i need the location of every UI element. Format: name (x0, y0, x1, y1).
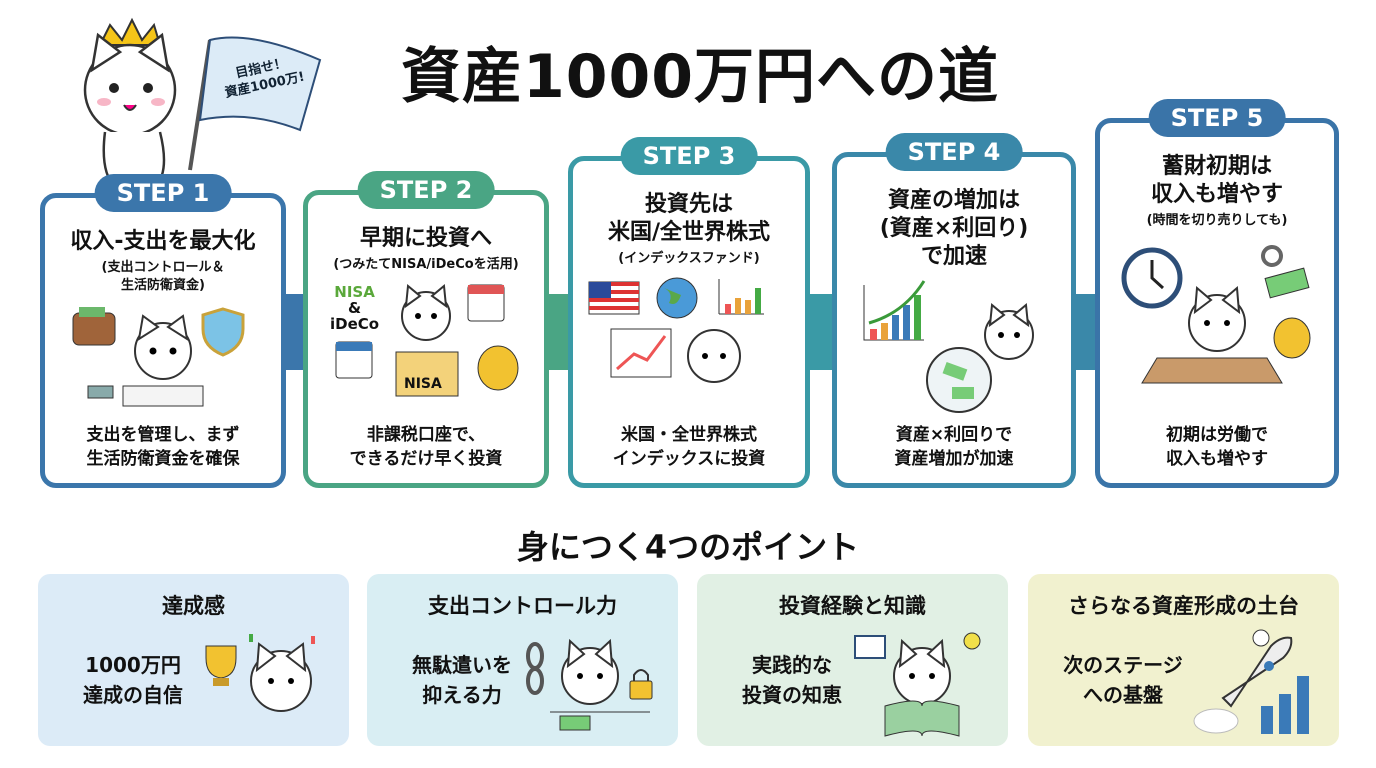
step-heading: 投資先は米国/全世界株式 (607, 192, 771, 245)
cat-saving-icon (335, 284, 519, 397)
step-footer: 資産×利回りで資産増加が加速 (894, 425, 1014, 469)
step-heading: 早期に投資へ (359, 226, 492, 251)
us-flag-globe-chart-icon (588, 277, 764, 383)
step-heading: 蓄財初期は収入も増やす (1150, 154, 1283, 207)
step-badge: STEP 2 (357, 171, 495, 209)
step-heading: 収入-支出を最大化 (70, 229, 256, 254)
flow-arrow (547, 294, 569, 370)
step-card-5: STEP 5 蓄財初期は収入も増やす (時間を切り売りしても) 初期は労働で収入… (1095, 99, 1339, 488)
step-subheading: (つみたてNISA/iDeCoを活用) (333, 257, 519, 272)
step-badge: STEP 1 (94, 174, 232, 212)
rocket-growth-icon (1193, 629, 1309, 734)
cat-working-clock-money-icon (1121, 245, 1311, 384)
cat-budgeting-icon (72, 307, 245, 407)
step-subheading: (時間を切り売りしても) (1146, 213, 1288, 228)
cat-trophy-icon (205, 634, 315, 712)
step-subheading: (支出コントロール＆生活防衛資金) (101, 260, 225, 293)
step-footer: 初期は労働で収入も増やす (1166, 425, 1268, 469)
point-card-achievement: 達成感 1000万円達成の自信 (38, 574, 349, 746)
step-footer: 米国・全世界株式インデックスに投資 (612, 425, 766, 469)
step-badge: STEP 5 (1148, 99, 1286, 137)
step-heading: 資産の増加は(資産×利回り)で加速 (879, 188, 1029, 269)
cat-chain-lock-icon (526, 638, 653, 731)
points-section-title: 身につく4つのポイント (516, 528, 860, 566)
snowball-growth-icon (863, 280, 1034, 413)
step-badge: STEP 4 (885, 133, 1023, 171)
step-footer: 非課税口座で、できるだけ早く投資 (349, 425, 503, 469)
flow-arrow (284, 294, 304, 370)
point-card-future-foundation: さらなる資産形成の土台 次のステージへの基盤 (1028, 574, 1339, 746)
mascot-cat-with-flag-icon (83, 17, 322, 189)
flow-arrow (809, 294, 833, 370)
step-subheading: (インデックスファンド) (618, 251, 760, 266)
step-card-4: STEP 4 資産の増加は(資産×利回り)で加速 資産×利回りで資産増加が加速 (832, 133, 1076, 488)
point-card-investment-knowledge: 投資経験と知識 実践的な投資の知恵 (697, 574, 1008, 746)
step-card-2: STEP 2 早期に投資へ (つみたてNISA/iDeCoを活用) NISA&i… (303, 171, 549, 488)
step-badge: STEP 3 (620, 137, 758, 175)
page-title: 資産1000万円への道 (401, 42, 999, 112)
step-card-1: STEP 1 収入-支出を最大化 (支出コントロール＆生活防衛資金) 支出を管理… (40, 174, 286, 488)
nisa-ideco-illustration: NISA&iDeCo NISA (308, 280, 544, 400)
cat-reading-book-icon (854, 632, 981, 737)
flow-arrow (1074, 294, 1096, 370)
step-footer: 支出を管理し、まず生活防衛資金を確保 (86, 425, 240, 469)
point-card-spending-control: 支出コントロール力 無駄遣いを抑える力 (367, 574, 678, 746)
step-card-3: STEP 3 投資先は米国/全世界株式 (インデックスファンド) 米国・全世界株… (568, 137, 810, 488)
